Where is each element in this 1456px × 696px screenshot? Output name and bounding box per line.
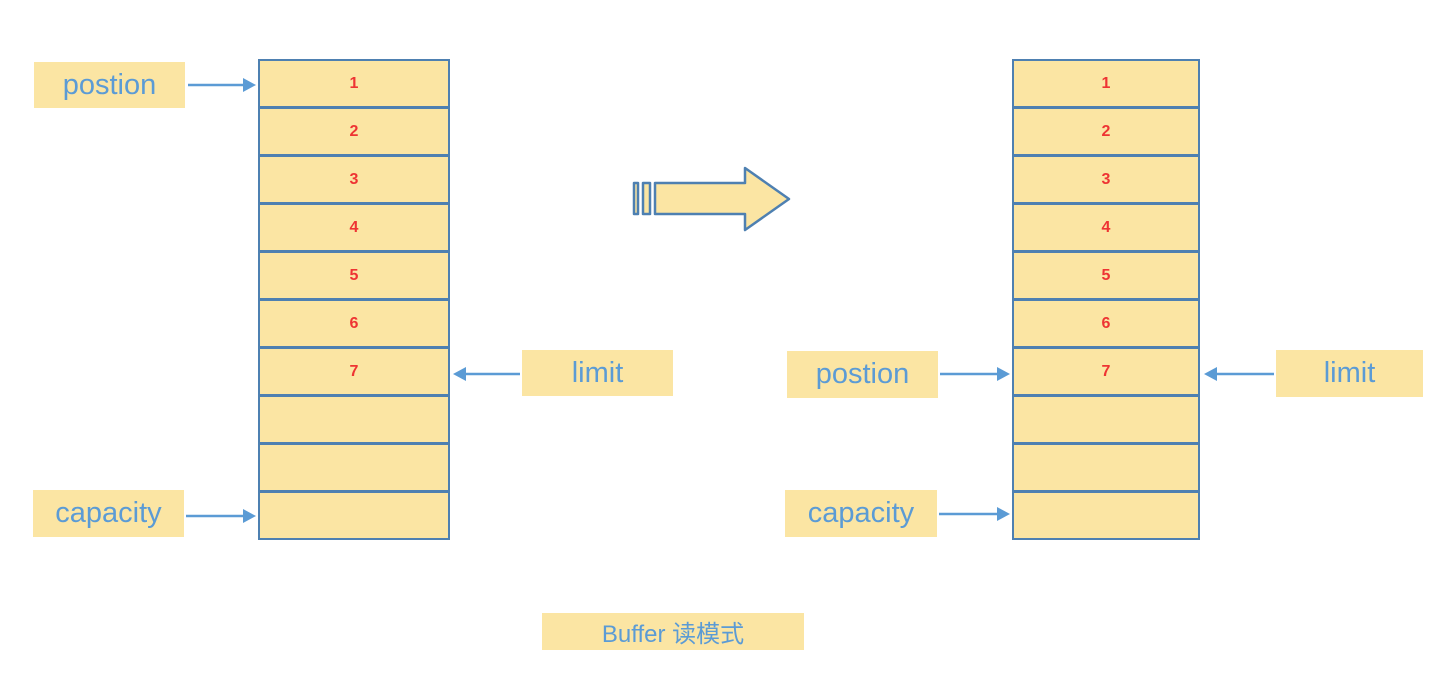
buffer-cell: 6 [260,298,448,346]
cell-value: 4 [349,218,359,236]
diagram-caption: Buffer 读模式 [542,613,804,650]
buffer-cell: 5 [260,250,448,298]
cell-value: 3 [349,170,359,188]
cell-value: 6 [349,314,359,332]
buffer-cell: 1 [1014,61,1198,106]
position-label-right: postion [787,351,938,398]
buffer-cell [260,394,448,442]
limit-label-left: limit [522,350,673,396]
buffer-cell: 2 [1014,106,1198,154]
cell-value: 7 [349,362,359,380]
limit-label-right: limit [1276,350,1423,397]
buffer-before-flip: 1 2 3 4 5 6 7 [258,59,450,540]
transition-arrow-icon [632,166,791,232]
cell-value: 2 [349,122,359,140]
buffer-cell: 3 [260,154,448,202]
cell-value: 1 [349,74,359,92]
cell-value: 7 [1101,362,1111,380]
buffer-cell: 1 [260,61,448,106]
buffer-cell: 5 [1014,250,1198,298]
cell-value: 3 [1101,170,1111,188]
buffer-cell [260,442,448,490]
buffer-cell: 4 [260,202,448,250]
capacity-label-right: capacity [785,490,937,537]
capacity-label-left: capacity [33,490,184,537]
buffer-cell [260,490,448,538]
buffer-cell: 2 [260,106,448,154]
buffer-cell: 6 [1014,298,1198,346]
cell-value: 6 [1101,314,1111,332]
cell-value: 4 [1101,218,1111,236]
cell-value: 5 [349,266,359,284]
buffer-cell [1014,442,1198,490]
cell-value: 5 [1101,266,1111,284]
buffer-cell: 7 [260,346,448,394]
buffer-cell [1014,394,1198,442]
position-label-left: postion [34,62,185,108]
buffer-after-flip: 1 2 3 4 5 6 7 [1012,59,1200,540]
buffer-cell: 4 [1014,202,1198,250]
buffer-cell: 7 [1014,346,1198,394]
buffer-cell [1014,490,1198,538]
cell-value: 2 [1101,122,1111,140]
cell-value: 1 [1101,74,1111,92]
buffer-cell: 3 [1014,154,1198,202]
